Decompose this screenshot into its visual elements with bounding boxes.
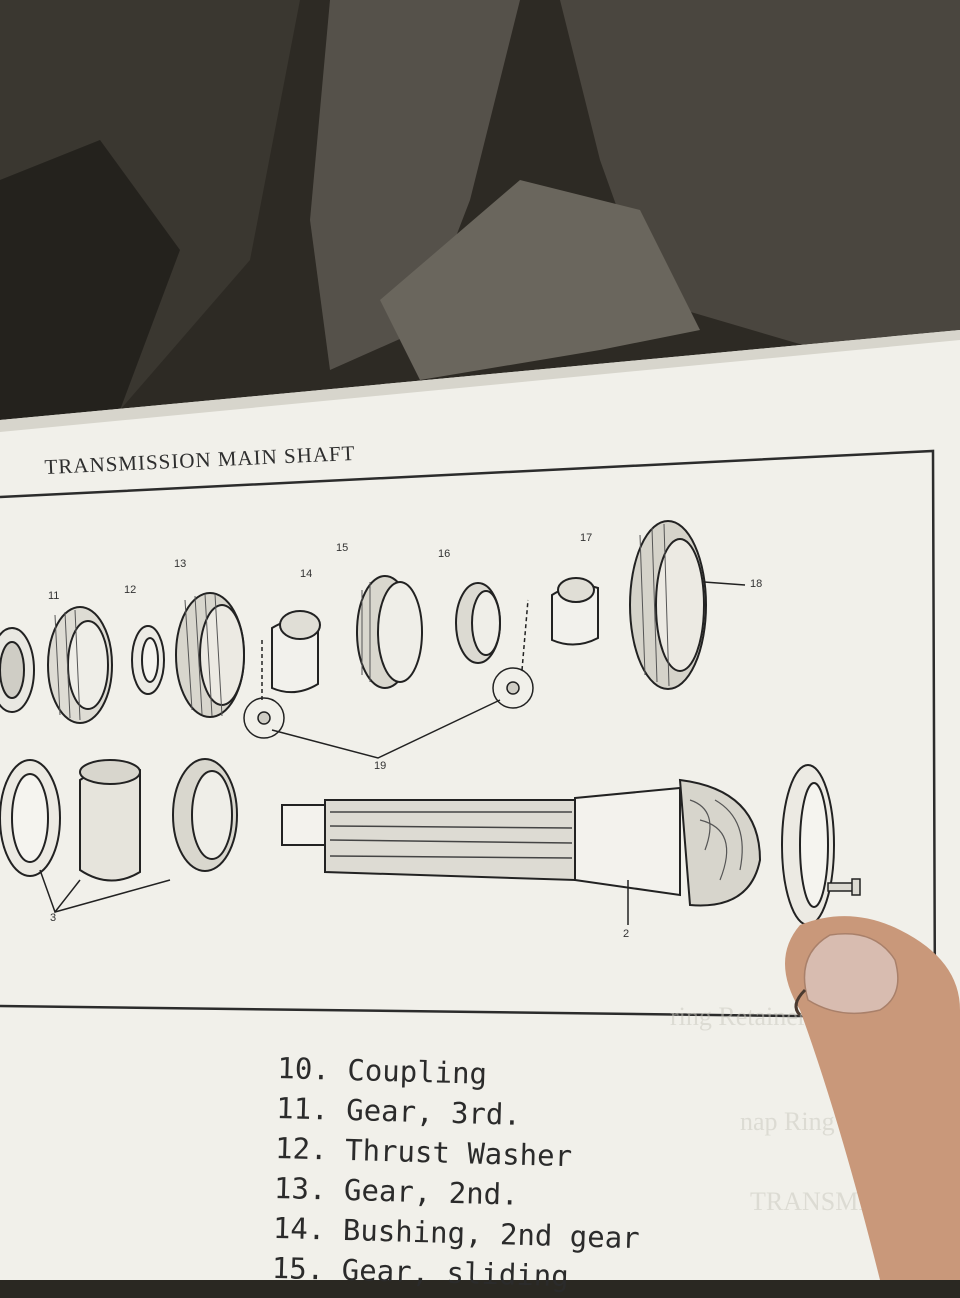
part-3-bearing-cone (172, 758, 238, 872)
callout-16: 16 (438, 548, 451, 560)
part-retainer-plate (781, 764, 835, 926)
part-19-ball-left (243, 640, 285, 739)
page-edge-shadow (0, 330, 960, 432)
part-2-main-shaft (281, 778, 762, 907)
callout-12: 12 (124, 584, 137, 596)
callout-17: 17 (580, 532, 593, 544)
part-14-bushing (271, 610, 321, 694)
part-bolt (827, 878, 861, 896)
callout-18: 18 (750, 578, 763, 590)
callout-2: 2 (623, 928, 630, 940)
svg-text:ring Retainer: ring Retainer (670, 1002, 807, 1031)
callout-19: 19 (374, 760, 387, 772)
part-16-gear (455, 582, 501, 664)
leader-18 (703, 581, 746, 586)
callout-15: 15 (336, 542, 349, 554)
tire-tread-middle (310, 0, 520, 370)
tire-shadow (0, 140, 180, 420)
part-18-gear (629, 520, 707, 690)
callout-14: 14 (300, 568, 313, 580)
callout-13: 13 (174, 558, 187, 570)
callout-3: 3 (50, 912, 57, 924)
finger (785, 916, 960, 1280)
svg-text:nap Ring: nap Ring (740, 1107, 835, 1136)
part-13-gear-2nd (175, 592, 245, 718)
concrete-highlight (380, 180, 700, 380)
parts-legend: 10.Coupling 11.Gear, 3rd. 12.Thrust Wash… (271, 1048, 644, 1298)
part-3-bearing-cage (0, 759, 61, 877)
leader-3 (39, 869, 171, 914)
part-11-gear-3rd (47, 606, 113, 724)
callout-11: 11 (48, 590, 60, 602)
part-3-bearing-cup (79, 759, 141, 882)
part-15-gear-sliding (356, 575, 423, 689)
part-19-ball-right (492, 599, 534, 709)
leader-19 (271, 699, 501, 759)
part-12-thrust-washer (131, 625, 165, 695)
part-17-bushing (551, 577, 599, 646)
part-10-coupling (0, 627, 35, 713)
